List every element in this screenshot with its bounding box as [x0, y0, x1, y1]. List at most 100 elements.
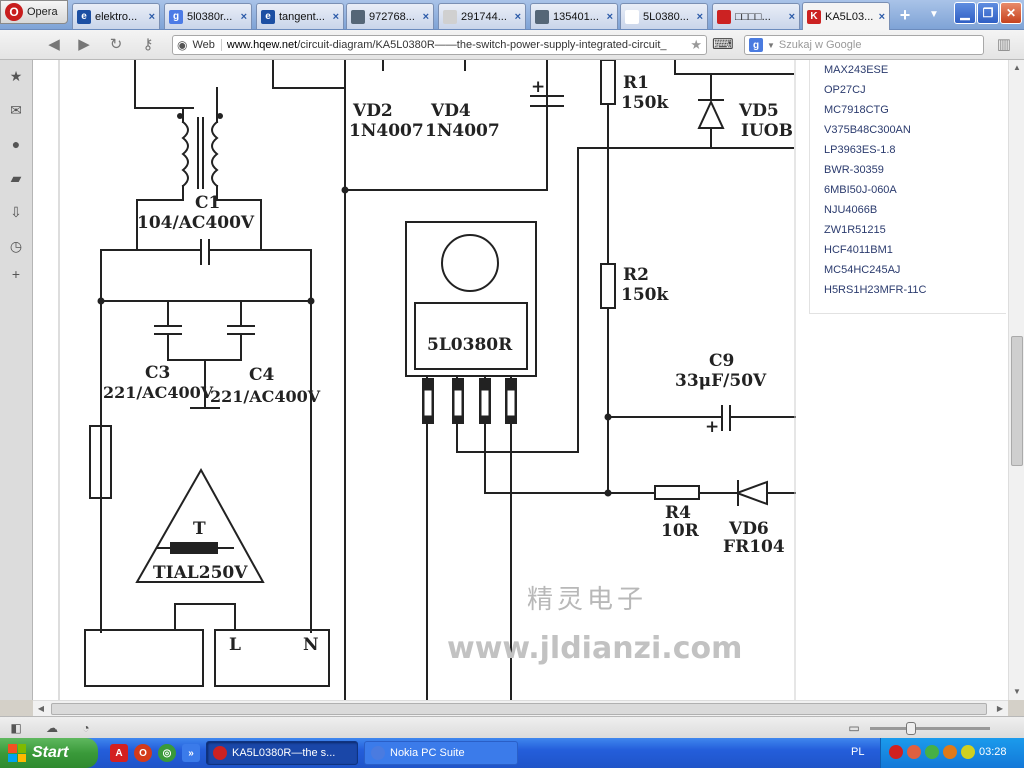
security-tray-icon[interactable]: [925, 745, 939, 759]
browser-tab[interactable]: □□□□... ×: [712, 3, 800, 29]
part-link[interactable]: H5RS1H23MFR-11C: [824, 284, 927, 296]
tab-title: □□□□...: [735, 10, 771, 23]
start-button[interactable]: Start: [0, 738, 98, 768]
part-link[interactable]: OP27CJ: [824, 84, 866, 96]
chrome-quicklaunch-icon[interactable]: ◎: [158, 744, 176, 762]
part-link[interactable]: NJU4066B: [824, 204, 878, 216]
mail-icon[interactable]: ✉: [10, 102, 22, 118]
address-field[interactable]: ◉ Web www.hqew.net/circuit-diagram/KA5L0…: [172, 35, 707, 55]
opera-quicklaunch-icon[interactable]: O: [134, 744, 152, 762]
zoom-slider[interactable]: [870, 722, 990, 735]
back-icon[interactable]: ◀: [48, 36, 60, 53]
address-toolbar: ◀ ▶ ↻ ⚷ ◉ Web www.hqew.net/circuit-diagr…: [0, 30, 1024, 60]
horizontal-scroll-thumb[interactable]: [51, 703, 987, 715]
opera-logo-icon: O: [5, 3, 23, 21]
windows-flag-icon: [8, 744, 26, 762]
ic-name-label: 5L0380R: [427, 335, 513, 355]
history-icon[interactable]: ◷: [9, 238, 23, 254]
google-engine-icon[interactable]: g: [749, 38, 763, 52]
horizontal-scrollbar[interactable]: ◀ ▶: [33, 700, 1008, 716]
downloads-icon[interactable]: ⇩: [10, 204, 22, 220]
browser-tab[interactable]: 5L0380...×: [620, 3, 708, 29]
scroll-right-icon[interactable]: ▶: [996, 704, 1004, 713]
panel-toggle-icon[interactable]: ◧: [10, 721, 22, 735]
tab-title: KA5L03...: [825, 10, 874, 23]
tab-close-icon[interactable]: ×: [422, 10, 429, 23]
tab-title: 5l0380r...: [187, 10, 233, 23]
show-desktop-quicklaunch-icon[interactable]: »: [182, 744, 200, 762]
tab-close-icon[interactable]: ×: [148, 10, 155, 23]
bookmarks-icon[interactable]: ★: [9, 68, 23, 84]
opera-unite-icon[interactable]: ☁: [46, 721, 58, 735]
forward-icon[interactable]: ▶: [78, 36, 90, 53]
part-link[interactable]: LP3963ES-1.8: [824, 144, 896, 156]
new-tab-button[interactable]: +: [899, 5, 911, 25]
tab-close-icon[interactable]: ×: [240, 10, 247, 23]
part-link[interactable]: MAX243ESE: [824, 64, 889, 76]
c9-value-label: 33μF/50V: [675, 371, 767, 391]
opera-tray-icon[interactable]: [889, 745, 903, 759]
reload-icon[interactable]: ↻: [109, 36, 123, 53]
c1-value-label: 104/AC400V: [137, 213, 255, 233]
gamepad-icon[interactable]: ⌨: [712, 36, 734, 53]
r2-name-label: R2: [623, 265, 649, 285]
part-link[interactable]: MC54HC245AJ: [824, 264, 901, 276]
update-tray-icon[interactable]: [943, 745, 957, 759]
sync-tray-icon[interactable]: [961, 745, 975, 759]
acrobat-quicklaunch-icon[interactable]: A: [110, 744, 128, 762]
scroll-down-icon[interactable]: ▼: [1013, 687, 1021, 696]
tab-close-icon[interactable]: ×: [696, 10, 703, 23]
tab-close-icon[interactable]: ×: [606, 10, 613, 23]
scroll-up-icon[interactable]: ▲: [1013, 63, 1021, 72]
browser-tab[interactable]: 291744... ×: [438, 3, 526, 29]
add-panel-icon[interactable]: +: [11, 266, 21, 282]
tab-close-icon[interactable]: ×: [878, 10, 885, 23]
opera-menu-button[interactable]: O Opera: [0, 0, 68, 24]
part-link[interactable]: 6MBI50J-060A: [824, 184, 897, 196]
zoom-slider-knob[interactable]: [906, 722, 916, 735]
notes-icon[interactable]: ▰: [10, 170, 22, 186]
browser-tab[interactable]: 135401... ×: [530, 3, 618, 29]
part-link[interactable]: V375B48C300AN: [824, 124, 911, 136]
tab-title: 135401...: [553, 10, 599, 23]
part-link[interactable]: HCF4011BM1: [824, 244, 893, 256]
minimize-button[interactable]: ▁: [954, 2, 976, 24]
sidebar-toggle-icon[interactable]: ▥: [996, 36, 1012, 53]
tab-title: 291744...: [461, 10, 507, 23]
tab-close-icon[interactable]: ×: [788, 10, 795, 23]
browser-tab[interactable]: 972768...×: [346, 3, 434, 29]
part-link[interactable]: BWR-30359: [824, 164, 884, 176]
vertical-scrollbar[interactable]: ▲ ▼: [1008, 60, 1024, 700]
network-tray-icon[interactable]: [907, 745, 921, 759]
cap-upper-polarity-label: +: [531, 77, 545, 97]
search-field[interactable]: g ▼ Szukaj w Google: [744, 35, 984, 55]
engine-dropdown-icon[interactable]: ▼: [767, 40, 775, 50]
language-indicator[interactable]: PL: [851, 746, 865, 758]
part-link[interactable]: MC7918CTG: [824, 104, 889, 116]
c3-name-label: C3: [145, 363, 170, 383]
speed-dial-icon[interactable]: ◔: [82, 721, 90, 735]
search-placeholder: Szukaj w Google: [778, 39, 862, 51]
c9-polarity-label: +: [705, 417, 719, 437]
key-icon[interactable]: ⚷: [142, 36, 154, 53]
tab-close-icon[interactable]: ×: [332, 10, 339, 23]
part-link[interactable]: ZW1R51215: [824, 224, 886, 236]
maximize-button[interactable]: ❐: [977, 2, 999, 24]
tab-list-menu-button[interactable]: ▼: [929, 9, 939, 20]
taskbar-task-button[interactable]: KA5L0380R—the s...: [206, 741, 358, 765]
taskbar-task-button[interactable]: Nokia PC Suite: [364, 741, 518, 765]
contacts-icon[interactable]: ●: [11, 136, 21, 152]
bookmark-star-icon[interactable]: ★: [690, 37, 702, 52]
close-window-button[interactable]: ✕: [1000, 2, 1022, 24]
vd6-part-label: FR104: [723, 537, 785, 557]
view-icon[interactable]: ▭: [848, 721, 860, 735]
scroll-left-icon[interactable]: ◀: [37, 704, 45, 713]
vertical-scroll-thumb[interactable]: [1011, 336, 1023, 466]
r2-value-label: 150k: [621, 285, 669, 305]
task-label: KA5L0380R—the s...: [232, 747, 336, 759]
tab-close-icon[interactable]: ×: [514, 10, 521, 23]
